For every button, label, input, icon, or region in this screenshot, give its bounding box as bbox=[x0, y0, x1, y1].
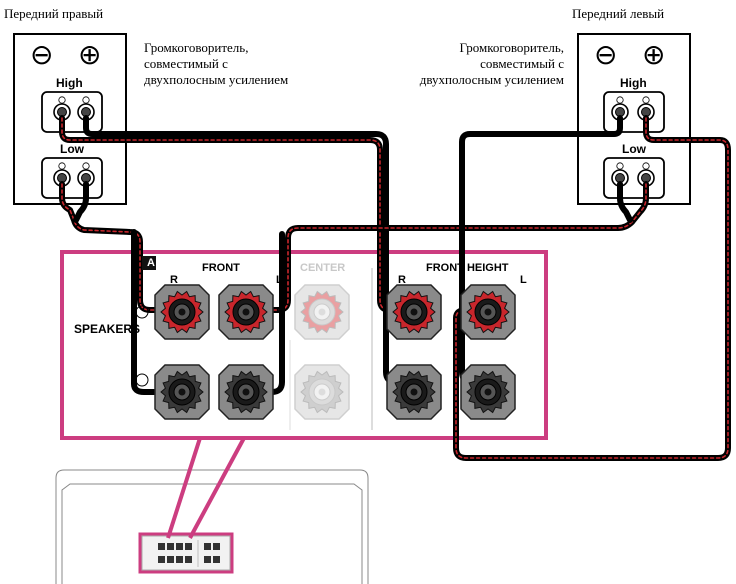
receiver-outline bbox=[55, 469, 369, 584]
speaker-wires bbox=[59, 115, 731, 461]
plus-icon: ⊕ bbox=[642, 38, 666, 71]
front-l-label: L bbox=[276, 274, 283, 286]
high-label-right: High bbox=[56, 76, 83, 90]
speaker-post bbox=[611, 96, 629, 121]
speakers-label: SPEAKERS bbox=[74, 322, 141, 336]
terminal-center-minus bbox=[294, 364, 350, 420]
speaker-post bbox=[637, 96, 655, 121]
terminal-fh-l-minus bbox=[460, 364, 516, 420]
terminal-fh-l-plus bbox=[460, 284, 516, 340]
terminal-front-l-plus bbox=[218, 284, 274, 340]
high-label-left: High bbox=[620, 76, 647, 90]
front-label: FRONT bbox=[202, 262, 240, 274]
low-label-right: Low bbox=[60, 142, 84, 156]
front-height-label: FRONT HEIGHT bbox=[426, 262, 509, 274]
terminal-center-plus bbox=[294, 284, 350, 340]
front-r-label: R bbox=[170, 274, 178, 286]
terminal-front-r-minus bbox=[154, 364, 210, 420]
minus-mark bbox=[135, 373, 149, 387]
caption-right: Громкоговоритель, совместимый с двухполо… bbox=[144, 40, 289, 87]
terminal-front-r-plus bbox=[154, 284, 210, 340]
title-front-left: Передний левый bbox=[572, 6, 665, 21]
terminal-front-l-minus bbox=[218, 364, 274, 420]
low-label-left: Low bbox=[622, 142, 646, 156]
fh-r-label: R bbox=[398, 274, 406, 286]
plus-icon: ⊕ bbox=[78, 38, 102, 71]
speaker-post bbox=[53, 96, 71, 121]
terminal-fh-r-plus bbox=[386, 284, 442, 340]
badge-a-label: A bbox=[147, 257, 155, 269]
fh-l-label: L bbox=[520, 274, 527, 286]
center-label: CENTER bbox=[300, 262, 346, 274]
terminal-fh-r-minus bbox=[386, 364, 442, 420]
speaker-front-left bbox=[577, 33, 691, 205]
zoom-callout bbox=[60, 250, 548, 574]
receiver-terminals bbox=[154, 284, 516, 420]
speaker-post bbox=[77, 162, 95, 187]
title-front-right: Передний правый bbox=[4, 6, 104, 21]
minus-icon: ⊖ bbox=[594, 38, 618, 71]
badge-a bbox=[142, 256, 156, 270]
plus-mark bbox=[135, 305, 149, 319]
caption-left: Громкоговоритель, совместимый с двухполо… bbox=[419, 40, 564, 87]
minus-icon: ⊖ bbox=[30, 38, 54, 71]
receiver-mini-panel bbox=[141, 535, 231, 571]
